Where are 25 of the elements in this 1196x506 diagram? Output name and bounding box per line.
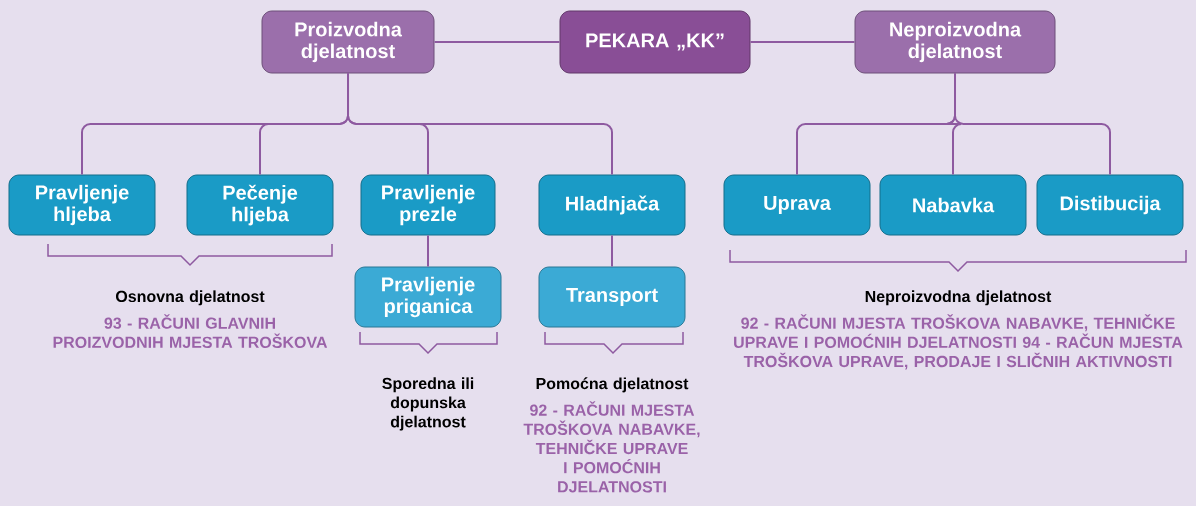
unit-box: Distibucija [1036,174,1184,236]
connector [749,41,856,43]
connector [433,41,561,43]
unit-box: Nabavka [879,174,1027,236]
account-note: 92 - RAČUNI MJESTA TROŠKOVA NABAVKE, TEHNIČKE UPRAVE I POMOĆNIH DJELATNOSTI 94 - RAČUN MJESTA TROŠKOVA UPRAVE, PRODAJE I SLIČNIH AKTIVNOSTI [734,314,1183,370]
unit-box: Pravljenje prezle [360,174,496,236]
root-box: PEKARA „KK” [559,10,751,74]
connector [954,72,1111,176]
unit-box: Transport [538,266,686,328]
group-heading: Osnovna djelatnost [116,290,265,306]
unit-box: Uprava [723,174,871,236]
unit-box: Hladnjača [538,174,686,236]
connector [427,234,429,268]
connector [611,234,613,268]
account-note: 92 - RAČUNI MJESTA TROŠKOVA NABAVKE, TEHNIČKE UPRAVE I POMOĆNIH DJELATNOSTI [523,401,700,493]
connector [347,72,613,176]
unit-box: Pravljenje priganica [354,266,502,328]
upper-box: Proizvodna djelatnost [261,10,435,74]
account-note: 93 - RAČUNI GLAVNIH PROIZVODNIH MJESTA TROŠKOVA [53,314,328,348]
group-heading: Neproizvodna djelatnost [865,290,1052,306]
unit-box: Pečenje hljeba [186,174,334,236]
upper-box: Neproizvodna djelatnost [854,10,1056,74]
unit-box: Pravljenje hljeba [8,174,156,236]
group-heading: Pomoćna djelatnost [536,377,689,393]
group-heading: Sporedna ili dopunska djelatnost [382,377,474,431]
